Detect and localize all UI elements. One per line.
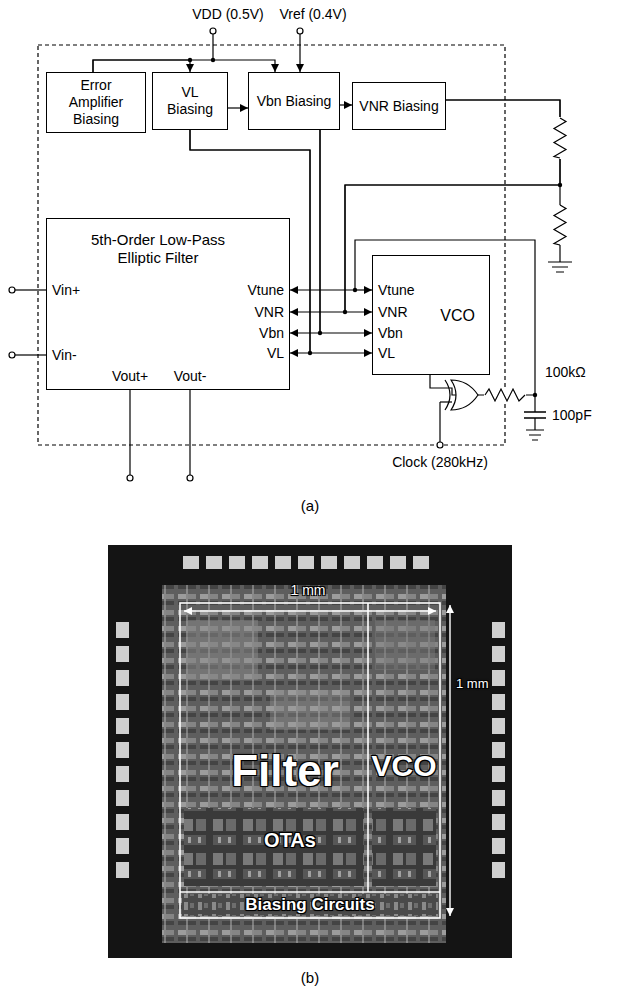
pin-name: VL — [378, 345, 395, 361]
filter-block: 5th-Order Low-Pass Elliptic Filter — [46, 218, 290, 390]
component-value: 100kΩ — [545, 364, 586, 380]
region-label: VCO — [371, 748, 436, 783]
region-label: Biasing Circuits — [245, 895, 374, 915]
signal-wire — [228, 107, 248, 108]
node-text: 5th-Order Low-Pass Elliptic Filter — [77, 231, 239, 267]
pin-name: Vin+ — [52, 282, 80, 298]
pin-name: Vout+ — [112, 368, 148, 384]
panel-label: (b) — [301, 969, 319, 986]
node-text: VNR Biasing — [359, 98, 438, 115]
node-text: Vbn Biasing — [257, 93, 332, 110]
region-label: OTAs — [264, 829, 316, 852]
pin-name: VNR — [378, 304, 408, 320]
supply-label: VDD (0.5V) — [192, 6, 264, 22]
signal-wire — [93, 60, 190, 72]
node-text: Error Amplifier Biasing — [53, 77, 139, 128]
dimension: 1 mm — [456, 676, 489, 691]
bias-block: VNR Biasing — [352, 82, 446, 130]
bias-block: Vbn Biasing — [248, 72, 340, 130]
signal-wire — [320, 130, 372, 333]
pin-name: VNR — [254, 304, 284, 320]
bias-block: VL Biasing — [152, 72, 228, 130]
region-label: Filter — [231, 745, 339, 796]
pin-name: Vtune — [247, 282, 284, 298]
pin-name: VL — [267, 345, 284, 361]
node-text: VCO — [440, 306, 475, 325]
signal-wire — [340, 104, 352, 105]
signal-wire — [290, 130, 320, 333]
panel-label: (a) — [301, 497, 319, 514]
signal-name: Clock (280kHz) — [392, 454, 488, 470]
pin-name: Vin- — [52, 347, 77, 363]
signal-wire — [290, 240, 535, 395]
pin-name: Vbn — [259, 325, 284, 341]
reference-label: Vref (0.4V) — [279, 6, 346, 22]
bias-block: Error Amplifier Biasing — [46, 72, 146, 133]
pin-name: Vout- — [174, 368, 207, 384]
pin-name: Vbn — [378, 325, 403, 341]
component-value: 100pF — [552, 407, 592, 423]
node-text: VL Biasing — [159, 84, 221, 118]
dimension: 1 mm — [291, 582, 326, 598]
pin-name: Vtune — [378, 282, 415, 298]
signal-wire — [93, 60, 275, 72]
